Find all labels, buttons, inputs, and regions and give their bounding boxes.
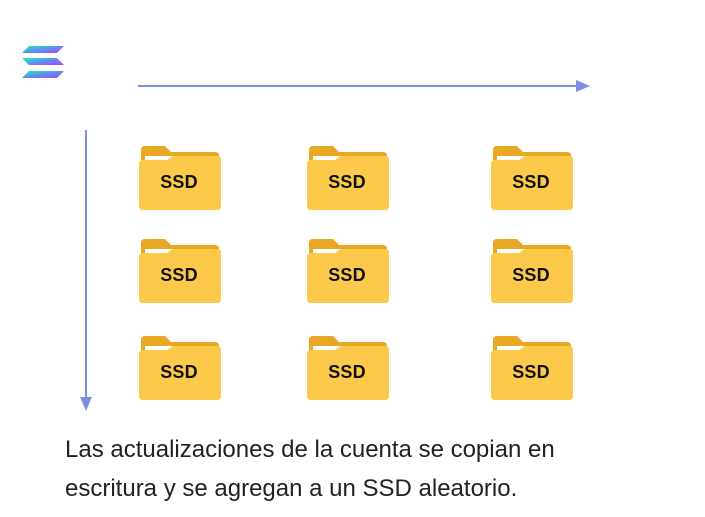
caption-line-1: Las actualizaciones de la cuenta se copi… bbox=[65, 436, 555, 463]
folder-icon bbox=[491, 336, 573, 400]
folder-icon bbox=[307, 336, 389, 400]
folder-icon bbox=[139, 336, 221, 400]
solana-logo-icon bbox=[22, 46, 64, 78]
folder-icon bbox=[139, 239, 221, 303]
folder-icon bbox=[307, 239, 389, 303]
ssd-folder: SSD bbox=[137, 237, 225, 307]
ssd-folder-label: SSD bbox=[328, 265, 366, 285]
ssd-folder: SSD bbox=[489, 334, 577, 404]
ssd-folder: SSD bbox=[489, 237, 577, 307]
ssd-folder: SSD bbox=[305, 334, 393, 404]
ssd-folder: SSD bbox=[305, 237, 393, 307]
ssd-folder: SSD bbox=[489, 144, 577, 214]
folder-icon bbox=[139, 146, 221, 210]
ssd-folder-label: SSD bbox=[160, 265, 198, 285]
ssd-folder: SSD bbox=[305, 144, 393, 214]
ssd-folder-label: SSD bbox=[160, 362, 198, 382]
ssd-folder-label: SSD bbox=[512, 172, 550, 192]
folder-icon bbox=[491, 239, 573, 303]
ssd-folder-label: SSD bbox=[328, 362, 366, 382]
caption-line-2: escritura y se agregan a un SSD aleatori… bbox=[65, 475, 518, 502]
ssd-folder-label: SSD bbox=[512, 265, 550, 285]
ssd-folder: SSD bbox=[137, 144, 225, 214]
arrow-down-icon bbox=[80, 130, 92, 411]
ssd-folder-label: SSD bbox=[160, 172, 198, 192]
ssd-folder: SSD bbox=[137, 334, 225, 404]
arrow-right-icon bbox=[138, 80, 590, 92]
ssd-folder-label: SSD bbox=[328, 172, 366, 192]
folder-icon bbox=[491, 146, 573, 210]
folder-icon bbox=[307, 146, 389, 210]
ssd-folder-label: SSD bbox=[512, 362, 550, 382]
caption-text: Las actualizaciones de la cuenta se copi… bbox=[65, 430, 685, 508]
